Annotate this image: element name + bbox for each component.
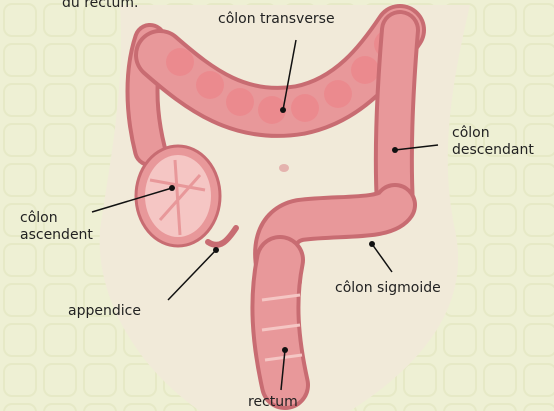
label-appendix: appendice [68,303,141,320]
label-descending-line-2: descendant [452,142,534,159]
label-descending-line-1: côlon [452,125,534,142]
label-rectum: rectum [248,394,298,411]
label-ascending-colon: côlon ascendent [20,210,93,244]
label-ascending-line-1: côlon [20,210,93,227]
caption-fragment: du rectum. [62,0,138,12]
navel [279,164,289,172]
label-sigmoid-colon: côlon sigmoide [335,280,441,297]
label-ascending-line-2: ascendent [20,227,93,244]
label-transverse-colon: côlon transverse [218,11,335,28]
label-descending-colon: côlon descendant [452,125,534,159]
